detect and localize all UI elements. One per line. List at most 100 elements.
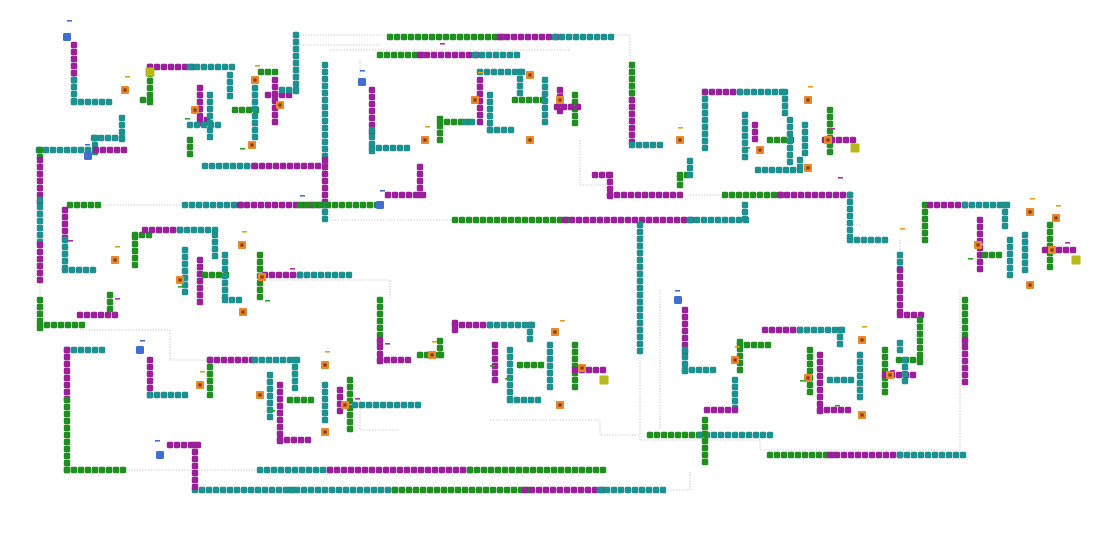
track-tile [701, 430, 709, 438]
track-tile [1021, 245, 1029, 253]
track-tile [211, 231, 219, 239]
track-tile [700, 216, 708, 224]
track-tile [638, 216, 646, 224]
track-tile [363, 486, 371, 494]
track-tile [254, 486, 262, 494]
track-tile [628, 110, 636, 118]
track-tile [731, 376, 739, 384]
track-tile [286, 162, 294, 170]
track-tile [321, 103, 329, 111]
track-tile [571, 383, 579, 391]
track-tile [610, 216, 618, 224]
track-tile [376, 310, 384, 318]
track-tile [528, 486, 536, 494]
junction-node-core [343, 403, 347, 407]
track-tile [397, 51, 405, 59]
track-tile [321, 96, 329, 104]
track-tile [701, 458, 709, 466]
track-tile [909, 371, 917, 379]
track-tile [617, 486, 625, 494]
track-tile [486, 126, 494, 134]
track-tile [591, 171, 599, 179]
track-tile [796, 166, 804, 174]
track-tile [293, 162, 301, 170]
track-tile [491, 348, 499, 356]
track-tile [500, 126, 508, 134]
track-tile [251, 112, 259, 120]
track-tile [167, 63, 175, 71]
track-tile [251, 126, 259, 134]
junction-node-core [733, 358, 737, 362]
track-tile [572, 33, 580, 41]
track-tile [228, 296, 236, 304]
track-tile [266, 413, 274, 421]
track-tile [321, 416, 329, 424]
track-tile [141, 226, 149, 234]
track-tile [571, 355, 579, 363]
track-tile [961, 296, 969, 304]
junction-node-core [193, 108, 197, 112]
track-tile [324, 271, 332, 279]
track-tile [506, 51, 514, 59]
track-tile [921, 208, 929, 216]
track-tile [1021, 238, 1029, 246]
track-tile [196, 284, 204, 292]
junction-node-core [260, 275, 264, 279]
track-tile [896, 266, 904, 274]
track-tile [854, 451, 862, 459]
junction-node-core [553, 330, 557, 334]
track-tile [391, 486, 399, 494]
track-tile [70, 55, 78, 63]
track-tile [291, 466, 299, 474]
track-tile [803, 326, 811, 334]
track-tile [368, 114, 376, 122]
track-tile [514, 321, 522, 329]
track-tile [186, 143, 194, 151]
track-tile [952, 451, 960, 459]
track-tile [510, 486, 518, 494]
track-tile [120, 146, 128, 154]
track-tile [761, 166, 769, 174]
track-tile [193, 63, 201, 71]
track-tile [349, 486, 357, 494]
track-tile [503, 33, 511, 41]
track-tile [300, 486, 308, 494]
track-tile [631, 486, 639, 494]
track-tile [1001, 201, 1009, 209]
track-tile [546, 348, 554, 356]
track-tile [545, 33, 553, 41]
track-tile [382, 144, 390, 152]
track-tile [146, 377, 154, 385]
track-tile [493, 321, 501, 329]
track-tile [681, 313, 689, 321]
track-tile [553, 103, 561, 111]
track-tile [916, 344, 924, 352]
track-tile [421, 33, 429, 41]
track-tile [742, 191, 750, 199]
track-tile [321, 184, 329, 192]
track-tile [961, 336, 969, 344]
track-tile [676, 191, 684, 199]
track-tile [976, 251, 984, 259]
track-tile [321, 486, 329, 494]
track-tile [546, 362, 554, 370]
track-tile [499, 51, 507, 59]
track-tile [472, 216, 480, 224]
track-tile [118, 134, 126, 142]
track-tile [414, 33, 422, 41]
tiny-label-mark [240, 148, 245, 150]
dotted-wire [300, 34, 631, 150]
dotted-wire-layer [39, 34, 961, 491]
track-tile [382, 466, 390, 474]
track-tile [825, 191, 833, 199]
track-tile [516, 82, 524, 90]
track-tile [826, 376, 834, 384]
track-tile [856, 365, 864, 373]
track-tile [681, 366, 689, 374]
track-tile [63, 146, 71, 154]
track-tile [558, 33, 566, 41]
track-tile [487, 466, 495, 474]
track-tile [786, 144, 794, 152]
track-tile [196, 277, 204, 285]
track-tile [881, 353, 889, 361]
